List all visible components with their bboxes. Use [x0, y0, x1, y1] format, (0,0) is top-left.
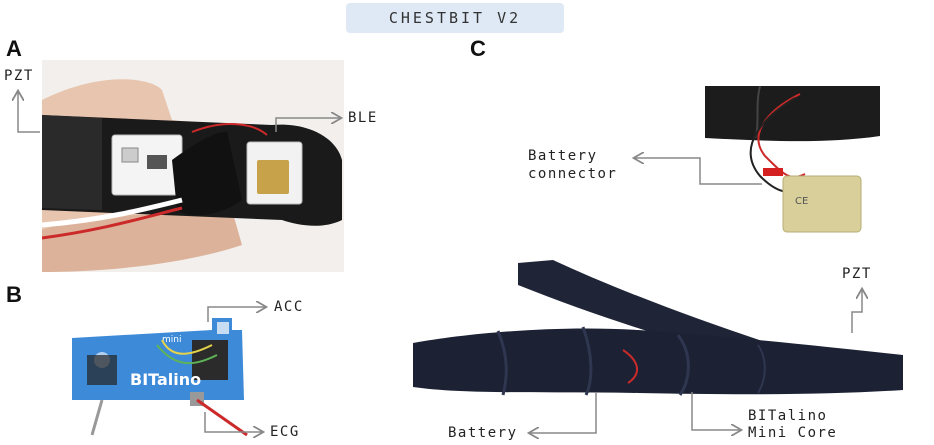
panel-a-letter: A	[6, 36, 22, 61]
arrow-a-pzt	[18, 92, 40, 133]
label-d-pzt: PZT	[842, 266, 872, 282]
panel-a-photo	[42, 60, 344, 272]
label-c-battery: Battery	[528, 148, 598, 164]
panel-b-letter: B	[6, 282, 22, 307]
label-c-connector: connector	[528, 166, 618, 182]
label-d-mini-core: Mini Core	[748, 425, 838, 441]
arrow-c-connector	[635, 158, 762, 185]
arrow-b-ecg	[204, 412, 262, 432]
panel-c-photo: CE	[705, 86, 880, 234]
label-d-bitalino: BITalino	[748, 408, 828, 424]
label-a-pzt: PZT	[4, 68, 34, 84]
label-d-battery: Battery	[448, 425, 518, 441]
label-a-ble: BLE	[348, 110, 378, 126]
arrow-b-acc	[207, 307, 265, 322]
panel-c-letter: C	[470, 36, 486, 61]
arrow-d-bitalino	[691, 392, 740, 430]
panel-d-photo	[408, 255, 908, 435]
board-text: BITalino	[130, 370, 201, 389]
board-subtext: mini	[162, 335, 181, 345]
arrow-a-ble	[275, 118, 340, 132]
figure-title: CHESTBIT V2	[346, 3, 564, 33]
svg-text:CE: CE	[795, 196, 808, 207]
label-b-acc: ACC	[274, 299, 304, 315]
panel-b-photo: BITalino mini	[62, 300, 322, 440]
arrow-d-battery	[530, 392, 597, 433]
arrow-d-pzt	[851, 290, 862, 333]
label-b-ecg: ECG	[270, 424, 300, 440]
